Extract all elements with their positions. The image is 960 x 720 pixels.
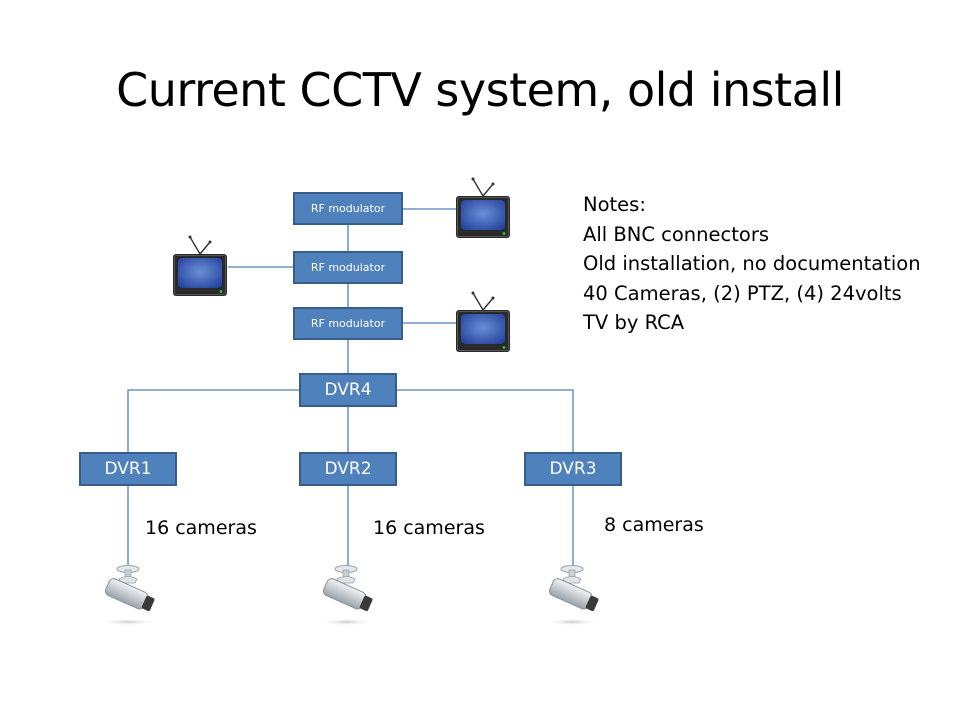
dvr2-box: DVR2 xyxy=(299,452,397,486)
rf-modulator-2-label: RF modulator xyxy=(310,261,386,274)
security-camera-icon xyxy=(318,565,374,626)
tv-icon xyxy=(456,291,510,352)
rf-modulator-3: RF modulator xyxy=(293,307,403,340)
dvr3-box: DVR3 xyxy=(524,452,622,486)
notes-line: Old installation, no documentation xyxy=(583,252,921,275)
notes-line: 40 Cameras, (2) PTZ, (4) 24volts xyxy=(583,281,902,305)
security-camera-icon xyxy=(544,565,600,626)
dvr1-box: DVR1 xyxy=(79,452,177,486)
connector-dvr4-dvr3 xyxy=(396,389,574,453)
notes-panel: Notes: All BNC connectors Old installati… xyxy=(583,190,921,338)
slide-title: Current CCTV system, old install xyxy=(116,63,844,117)
tv-icon xyxy=(456,177,510,238)
rf-modulator-1: RF modulator xyxy=(293,192,403,225)
notes-line: All BNC connectors xyxy=(583,222,769,246)
dvr4-label: DVR4 xyxy=(324,380,372,400)
rf-modulator-2: RF modulator xyxy=(293,251,403,284)
connector-dvr4-dvr1 xyxy=(127,389,300,453)
dvr2-camera-count: 16 cameras xyxy=(373,517,485,539)
dvr3-camera-count: 8 cameras xyxy=(604,514,704,536)
dvr3-label: DVR3 xyxy=(549,459,597,479)
dvr4-box: DVR4 xyxy=(299,373,397,407)
rf-modulator-1-label: RF modulator xyxy=(310,202,386,215)
dvr1-label: DVR1 xyxy=(104,459,152,479)
notes-heading: Notes: xyxy=(583,193,646,216)
rf-modulator-3-label: RF modulator xyxy=(310,317,386,330)
security-camera-icon xyxy=(100,565,156,626)
notes-line: TV by RCA xyxy=(583,311,685,334)
dvr1-camera-count: 16 cameras xyxy=(145,517,257,539)
tv-icon xyxy=(173,235,227,296)
dvr2-label: DVR2 xyxy=(324,459,372,479)
